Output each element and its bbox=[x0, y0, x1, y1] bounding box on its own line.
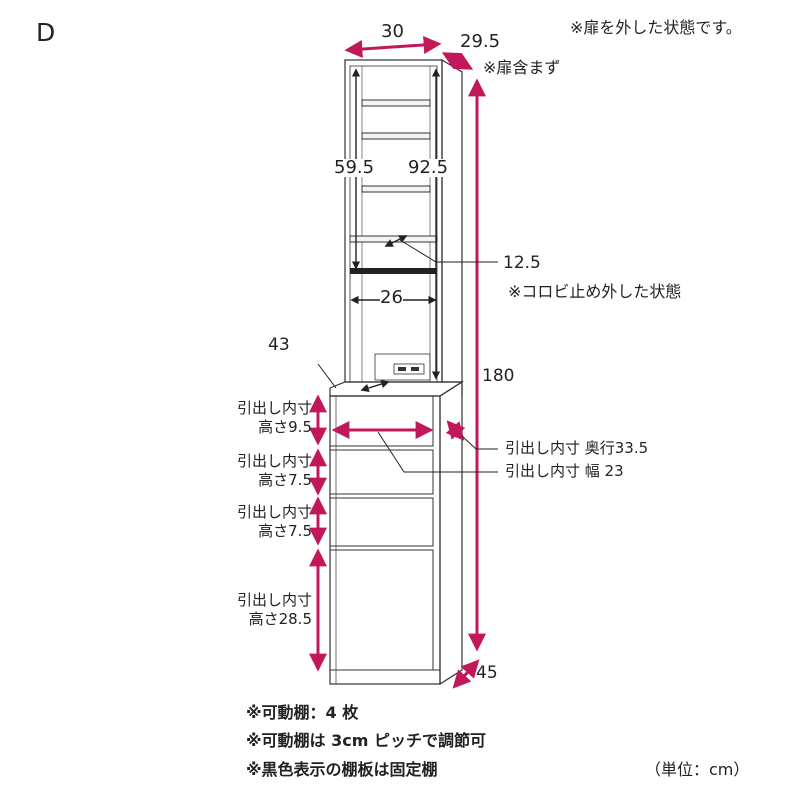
inner-height-a-label: 59.5 bbox=[334, 157, 375, 178]
note-movable-shelves: ※可動棚：4 枚 bbox=[246, 703, 359, 722]
counter-depth-leader bbox=[317, 363, 337, 389]
drawer-1 bbox=[329, 395, 434, 447]
lower-cabinet-front bbox=[329, 395, 441, 685]
lower-cabinet bbox=[329, 380, 463, 686]
movable-shelf bbox=[361, 132, 431, 140]
inner-width-label: 26 bbox=[380, 287, 403, 308]
movable-shelf bbox=[349, 235, 438, 243]
drawer-4-label: 引出し内寸 高さ28.5 bbox=[236, 591, 312, 628]
drawer-depth-line bbox=[445, 420, 466, 441]
depth-top-label: 29.5 bbox=[460, 31, 501, 52]
movable-shelf bbox=[361, 185, 431, 193]
drawer-4 bbox=[329, 549, 434, 671]
depth-top-note: ※扉含まず bbox=[483, 58, 561, 77]
drawer-2-label: 引出し内寸 高さ7.5 bbox=[236, 452, 312, 489]
header-note: ※扉を外した状態です。 bbox=[570, 18, 742, 37]
upper-cabinet-side bbox=[441, 58, 463, 383]
upper-cabinet-frame bbox=[344, 59, 443, 383]
drawer-3-label: 引出し内寸 高さ7.5 bbox=[236, 503, 312, 540]
depth-29-5-line bbox=[441, 52, 474, 70]
shelf-depth-line bbox=[384, 235, 408, 247]
total-height-label: 180 bbox=[482, 366, 515, 386]
counter-depth-label: 43 bbox=[268, 335, 290, 355]
movable-shelf bbox=[361, 99, 431, 107]
width-label: 30 bbox=[381, 21, 404, 42]
width-30-line bbox=[344, 35, 442, 59]
shelf-depth-leader bbox=[399, 239, 498, 263]
drawers bbox=[329, 395, 440, 671]
drawer-3 bbox=[329, 497, 434, 547]
shelf-depth-label: 12.5 bbox=[503, 253, 541, 273]
drawer-1-label: 引出し内寸 高さ9.5 bbox=[236, 399, 312, 436]
fixed-shelf bbox=[350, 268, 437, 274]
shelf-note: ※コロビ止め外した状態 bbox=[508, 282, 682, 301]
outlet-plate bbox=[374, 353, 431, 381]
upper-cabinet-inner bbox=[349, 65, 438, 383]
drawer-inner-width-label: 引出し内寸 幅 23 bbox=[505, 462, 624, 480]
base-depth-label: 45 bbox=[476, 663, 498, 683]
counter-depth-line bbox=[360, 379, 390, 393]
variant-label: D bbox=[36, 18, 56, 47]
note-fixed-shelf: ※黒色表示の棚板は固定棚 bbox=[246, 760, 438, 779]
inner-height-b-label: 92.5 bbox=[408, 157, 449, 178]
drawer-inner-depth-label: 引出し内寸 奥行33.5 bbox=[505, 439, 649, 457]
drawer-depth-leader bbox=[461, 435, 498, 450]
drawer-width-leader bbox=[377, 431, 498, 473]
upper-cabinet bbox=[344, 58, 463, 383]
note-shelf-pitch: ※可動棚は 3cm ピッチで調節可 bbox=[246, 731, 486, 750]
unit-note: （単位：cm） bbox=[645, 760, 750, 779]
dimension-lines bbox=[309, 35, 486, 689]
depth-45-line bbox=[452, 659, 480, 689]
